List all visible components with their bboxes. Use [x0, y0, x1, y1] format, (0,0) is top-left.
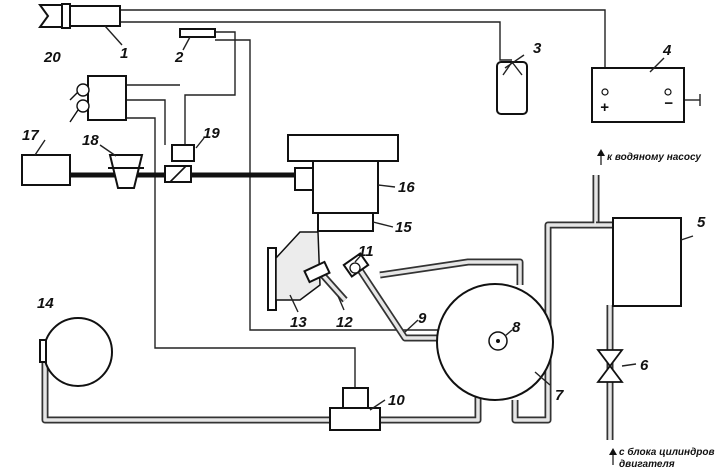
component-1: [38, 3, 121, 29]
label-6: 6: [640, 357, 649, 374]
label-3: 3: [533, 40, 542, 57]
label-7: 7: [555, 387, 564, 404]
component-2: [179, 28, 216, 38]
component-12: [303, 260, 331, 284]
component-3: [496, 60, 528, 115]
label-16: 16: [398, 179, 415, 196]
label-1: 1: [120, 45, 128, 62]
component-17: [21, 154, 71, 186]
wire-2-to-8: [215, 39, 500, 331]
caption-from-block-line2: двигателя: [619, 459, 675, 470]
leader-lines: [34, 25, 694, 411]
component-6-valve: [596, 349, 624, 383]
battery-minus: −: [664, 95, 673, 112]
label-13: 13: [290, 314, 307, 331]
label-19: 19: [203, 125, 220, 142]
component-4-battery: + −: [591, 67, 685, 123]
wire-1-to-battery: [120, 9, 606, 70]
component-14: [39, 317, 113, 387]
label-17: 17: [22, 127, 39, 144]
wire-20-to-10: [126, 117, 356, 390]
label-5: 5: [697, 214, 706, 231]
component-10: [329, 387, 381, 431]
wire-1-to-3: [120, 21, 512, 61]
label-4: 4: [662, 42, 672, 59]
caption-from-block-line1: с блока цилиндров: [619, 446, 715, 458]
electric-wires: [120, 9, 701, 390]
component-16-carburettor: [287, 134, 399, 232]
label-15: 15: [395, 219, 412, 236]
component-18: [108, 154, 144, 189]
component-19: [164, 144, 195, 183]
wire-20-to-19: [126, 99, 166, 145]
wire-2-to-19: [184, 31, 236, 145]
component-5: [612, 217, 682, 307]
battery-plus: +: [600, 99, 609, 116]
label-10: 10: [388, 392, 405, 409]
label-2: 2: [174, 49, 184, 66]
label-14: 14: [37, 295, 54, 312]
flow-arrows: [597, 149, 617, 465]
caption-to-water-pump: к водяному насосу: [607, 152, 701, 163]
number-labels: 1 2 3 4 5 6 7 8 9 10 11 12 13 14 15 16 1…: [22, 40, 706, 409]
label-18: 18: [82, 132, 99, 149]
label-20: 20: [43, 49, 61, 66]
label-8: 8: [512, 319, 521, 336]
label-9: 9: [418, 310, 427, 327]
label-11: 11: [358, 243, 374, 260]
component-20: [69, 75, 127, 123]
label-12: 12: [336, 314, 353, 331]
component-11: [342, 252, 370, 278]
